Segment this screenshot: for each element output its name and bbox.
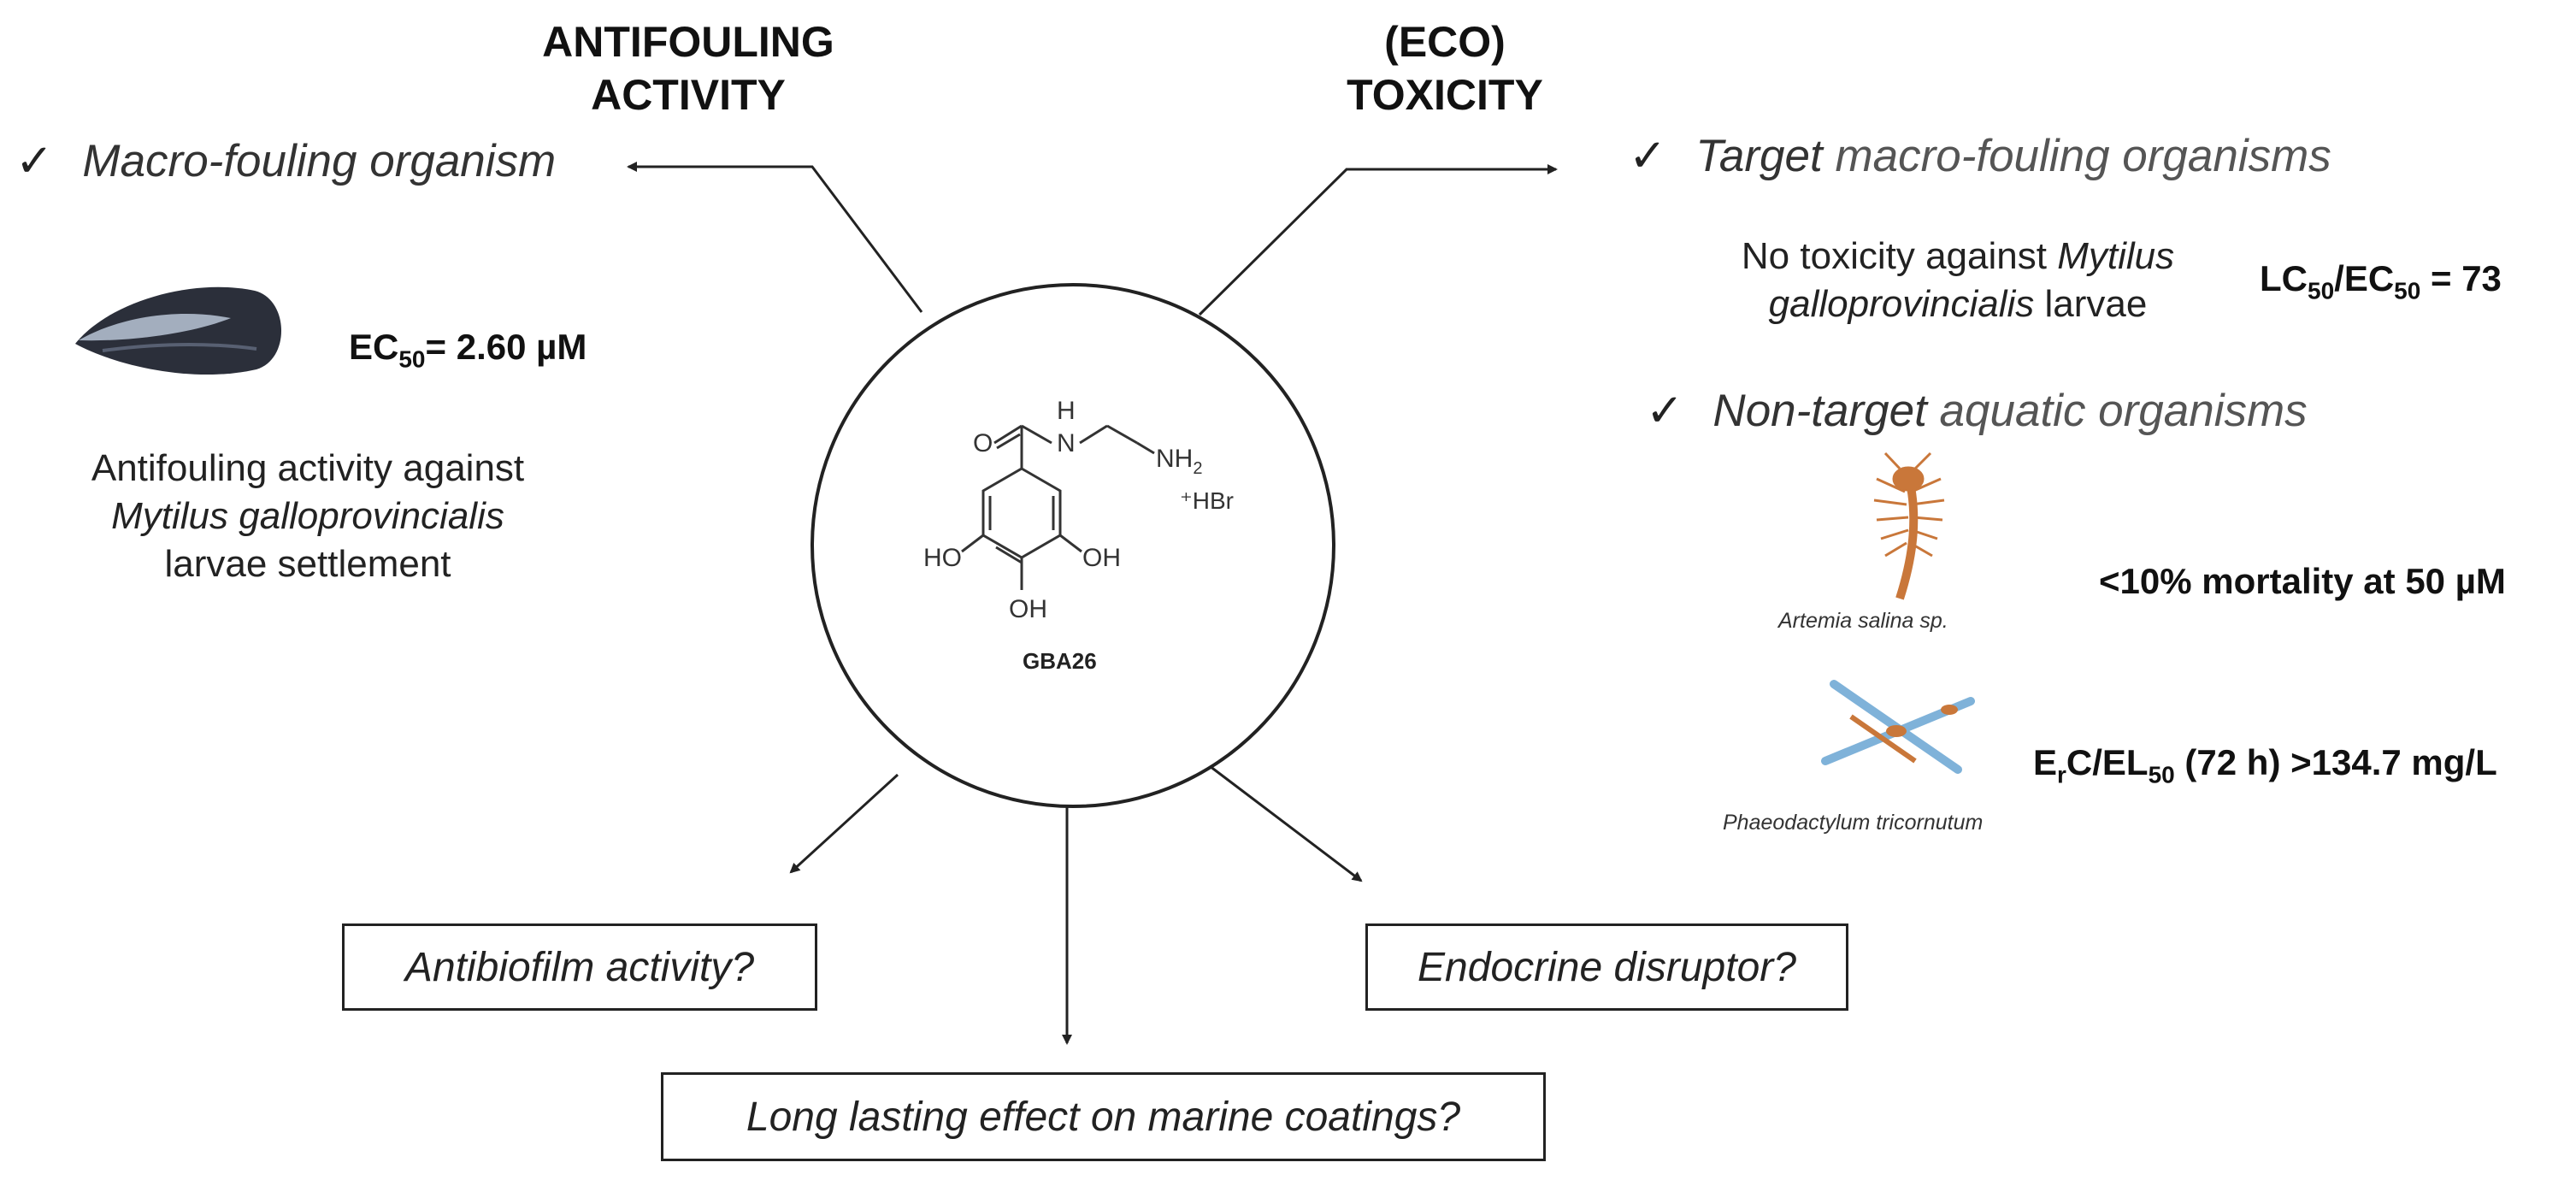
no-tox-line1-b: Mytilus bbox=[2057, 235, 2175, 277]
atom-n: N bbox=[1057, 429, 1076, 457]
macro-fouling-item: ✓ Macro-fouling organism bbox=[15, 135, 556, 187]
atom-h: H bbox=[1057, 397, 1076, 425]
erc-rest: C/EL bbox=[2066, 742, 2149, 782]
arrow-to-antibiofilm bbox=[789, 773, 899, 874]
phaeo-caption: Phaeodactylum tricornutum bbox=[1723, 811, 1984, 835]
gba26-structure bbox=[961, 424, 1155, 590]
artemia-metric: <10% mortality at 50 µM bbox=[2099, 561, 2506, 601]
nontarget-rest: aquatic organisms bbox=[1926, 386, 2308, 436]
nontarget-word: Non-target bbox=[1712, 386, 1927, 436]
toxicity-heading: (ECO) TOXICITY bbox=[1317, 15, 1573, 121]
target-rest: macro-fouling organisms bbox=[1822, 131, 2331, 181]
hbr-salt: ⁺HBr bbox=[1180, 487, 1234, 514]
no-toxicity-text: No toxicity against Mytilus galloprovinc… bbox=[1701, 233, 2214, 328]
ec50-value: = 2.60 µM bbox=[425, 327, 587, 367]
desc-line3: larvae settlement bbox=[164, 543, 451, 585]
nontarget-item: ✓ Non-target aquatic organisms bbox=[1646, 385, 2308, 437]
gba26-atom-labels: H N O NH2 HO OH OH ⁺HBr GBA26 bbox=[923, 397, 1234, 674]
ec-label: /EC bbox=[2334, 258, 2395, 298]
arrow-to-toxicity bbox=[1198, 164, 1558, 316]
atom-ho: HO bbox=[923, 544, 962, 572]
toxicity-heading-line1: (ECO) bbox=[1384, 18, 1506, 66]
ec50-sub: 50 bbox=[398, 345, 426, 373]
desc-line1: Antifouling activity against bbox=[91, 447, 525, 489]
artemia-caption: Artemia salina sp. bbox=[1778, 609, 1948, 633]
lc-ec-ratio: LC50/EC50 = 73 bbox=[2260, 258, 2502, 304]
atom-o: O bbox=[973, 429, 993, 457]
atom-nh2: NH2 bbox=[1156, 445, 1202, 478]
target-word: Target bbox=[1695, 131, 1823, 181]
ratio-value: = 73 bbox=[2420, 258, 2502, 298]
check-icon: ✓ bbox=[1629, 131, 1667, 181]
target-item: ✓ Target macro-fouling organisms bbox=[1629, 130, 2331, 182]
lc-label: LC bbox=[2260, 258, 2308, 298]
atom-oh-right: OH bbox=[1082, 544, 1121, 572]
erc-metric: ErC/EL50 (72 h) >134.7 mg/L bbox=[2033, 742, 2497, 788]
arrow-to-antifouling bbox=[627, 162, 923, 313]
antifouling-heading: ANTIFOULING ACTIVITY bbox=[513, 15, 864, 121]
compound-circle bbox=[811, 283, 1335, 808]
no-tox-line2-b: larvae bbox=[2034, 283, 2148, 325]
macro-fouling-label: Macro-fouling organism bbox=[82, 136, 557, 186]
antibiofilm-box: Antibiofilm activity? bbox=[342, 923, 817, 1011]
el-sub: 50 bbox=[2148, 761, 2175, 788]
no-tox-line2-a: galloprovincialis bbox=[1768, 283, 2035, 325]
toxicity-heading-line2: TOXICITY bbox=[1347, 71, 1543, 119]
antifouling-heading-line1: ANTIFOULING bbox=[542, 18, 834, 66]
diatom-image bbox=[1821, 680, 1975, 774]
desc-line2: Mytilus galloprovincialis bbox=[111, 495, 504, 537]
ec-sub: 50 bbox=[2394, 277, 2421, 304]
erc-label: E bbox=[2033, 742, 2058, 782]
lc-sub: 50 bbox=[2308, 277, 2335, 304]
ec50-label: EC bbox=[349, 327, 399, 367]
endocrine-box: Endocrine disruptor? bbox=[1365, 923, 1848, 1011]
compound-name: GBA26 bbox=[1023, 648, 1097, 674]
check-icon: ✓ bbox=[1646, 386, 1684, 436]
atom-oh-bottom: OH bbox=[1009, 595, 1047, 623]
antifouling-heading-line2: ACTIVITY bbox=[591, 71, 786, 119]
arrow-to-endocrine bbox=[1209, 764, 1363, 882]
ec50-metric: EC50= 2.60 µM bbox=[349, 327, 587, 373]
erc-sub: r bbox=[2057, 761, 2066, 788]
erc-value: (72 h) >134.7 mg/L bbox=[2174, 742, 2497, 782]
check-icon: ✓ bbox=[15, 136, 54, 186]
artemia-image bbox=[1873, 451, 1945, 600]
mussel-image bbox=[75, 286, 282, 375]
no-tox-line1-a: No toxicity against bbox=[1741, 235, 2058, 277]
antifouling-description: Antifouling activity against Mytilus gal… bbox=[51, 445, 564, 588]
long-lasting-box: Long lasting effect on marine coatings? bbox=[661, 1072, 1546, 1161]
